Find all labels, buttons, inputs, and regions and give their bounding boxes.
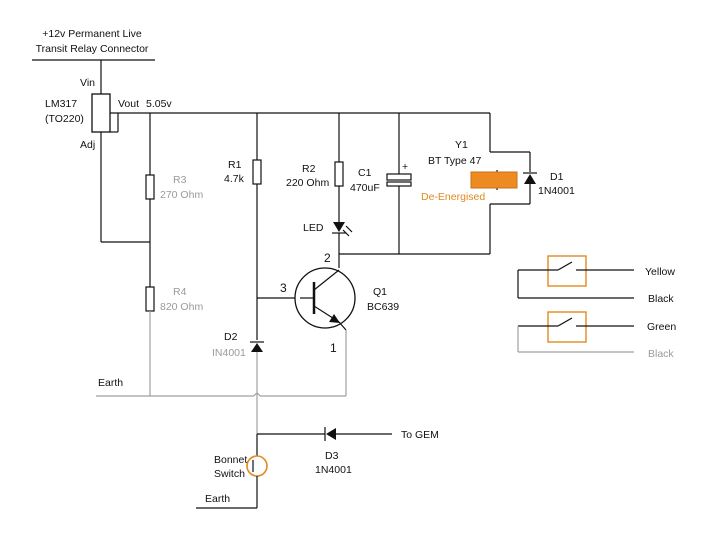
r2-value: 220 Ohm (286, 177, 329, 189)
relay-type: BT Type 47 (428, 155, 481, 167)
q1-value: BC639 (367, 301, 399, 313)
to-gem-label: To GEM (401, 429, 439, 441)
vout-voltage-label: 5.05v (146, 98, 172, 110)
bonnet-switch (246, 455, 268, 477)
r4-value: 820 Ohm (160, 301, 203, 313)
bonnet-switch-label-line1: Bonnet (214, 454, 247, 466)
contact-set1-box (547, 255, 587, 287)
bonnet-switch-label-line2: Switch (214, 468, 245, 480)
contact-set1-upper-label: Yellow (645, 266, 675, 278)
led-ray-2 (342, 229, 350, 237)
led-label: LED (303, 222, 324, 234)
relay-section: Y1 BT Type 47 De-Energised D1 1N4001 (421, 113, 575, 254)
diode-d1-body (524, 174, 536, 184)
regulator-package: (TO220) (45, 113, 84, 125)
relay-name: Y1 (455, 139, 468, 151)
contact-set2-blade (557, 317, 573, 327)
q1-name: Q1 (373, 286, 387, 298)
resistor-r3 (145, 174, 155, 200)
capacitor-c1: + C1 470uF (350, 113, 412, 254)
c1-plate-top (386, 173, 412, 181)
r1-name: R1 (228, 159, 242, 171)
divider-section: R3 270 Ohm R4 820 Ohm (145, 113, 203, 396)
regulator-lm317 (91, 93, 111, 133)
resistor-r4 (145, 286, 155, 312)
transistor-collector-lead (313, 269, 340, 291)
earth-rail-crossover (253, 392, 261, 397)
d3-name: D3 (325, 450, 339, 462)
contact-set1-lower-label: Black (648, 293, 674, 305)
c1-name: C1 (358, 167, 372, 179)
c1-plate-bottom (386, 181, 412, 187)
earth-section: Earth To GEM D3 1N4001 Bonnet Switch Ear… (96, 377, 439, 509)
regulator-name: LM317 (45, 98, 77, 110)
regulator-adj-label: Adj (80, 139, 95, 151)
d2-name: D2 (224, 331, 238, 343)
r4-name: R4 (173, 286, 187, 298)
r3-name: R3 (173, 174, 187, 186)
supply-label-line2: Transit Relay Connector (36, 43, 149, 55)
r1-value: 4.7k (224, 173, 245, 185)
transistor-emitter-arrow (329, 314, 340, 323)
transistor-q1: 2 3 1 Q1 BC639 (280, 251, 399, 396)
contact-set2-upper-label: Green (647, 321, 676, 333)
led-body (333, 222, 345, 232)
supply-label-line1: +12v Permanent Live (42, 28, 142, 40)
contact-set2-lower-label: Black (648, 348, 674, 360)
relay-contacts: Yellow Black Green Black (517, 255, 676, 360)
diode-d3-body (326, 428, 336, 440)
r3-value: 270 Ohm (160, 189, 203, 201)
d1-name: D1 (550, 171, 564, 183)
contact-set1-blade (557, 261, 573, 271)
earth-label: Earth (98, 377, 123, 389)
relay-state: De-Energised (421, 191, 485, 203)
led-ray-1 (345, 225, 353, 233)
diode-d2-body (251, 343, 263, 352)
earth-label-bottom: Earth (205, 493, 230, 505)
emitter-wire (338, 321, 347, 331)
regulator-vin-label: Vin (80, 77, 95, 89)
d2-value: IN4001 (212, 347, 246, 359)
c1-value: 470uF (350, 182, 380, 194)
r2-name: R2 (302, 163, 316, 175)
c1-plus: + (402, 161, 408, 173)
q1-pin-emitter: 1 (330, 341, 337, 355)
q1-pin-collector: 2 (324, 251, 331, 265)
regulator-vout-label: Vout (118, 98, 139, 110)
transistor-outline (294, 267, 356, 329)
collector-branch: R2 220 Ohm LED (286, 113, 490, 268)
supply-section: +12v Permanent Live Transit Relay Connec… (32, 28, 490, 243)
base-branch: R1 4.7k D2 IN4001 (212, 113, 300, 396)
resistor-r2 (334, 161, 344, 187)
d3-value: 1N4001 (315, 464, 352, 476)
relay-coil (470, 171, 518, 189)
contact-set2-box (547, 311, 587, 343)
q1-pin-base: 3 (280, 281, 287, 295)
resistor-r1 (252, 159, 262, 185)
d1-value: 1N4001 (538, 185, 575, 197)
